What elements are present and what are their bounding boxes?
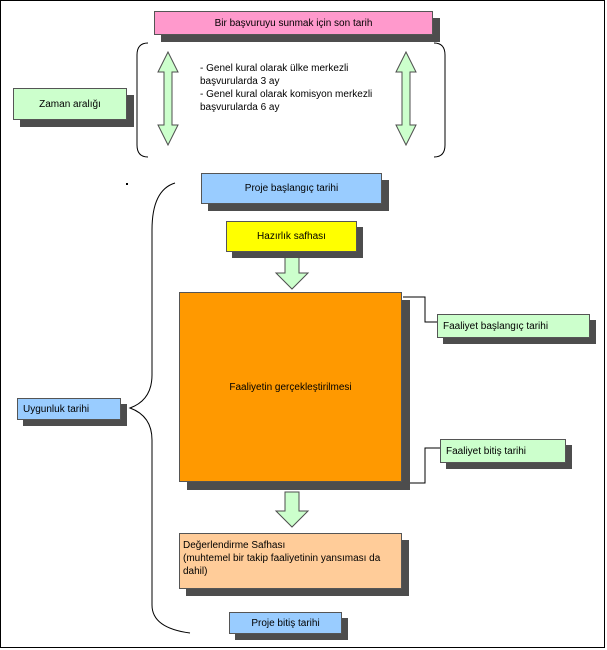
time-range-note: - Genel kural olarak ülke merkezli başvu… — [200, 62, 390, 114]
evaluation-title: Değerlendirme Safhası — [183, 540, 286, 551]
deadline-label: Bir başvuruyu sunmak için son tarih — [214, 17, 373, 29]
right-double-arrow-icon — [395, 50, 417, 147]
eligibility-brace — [128, 182, 191, 634]
activity-end-label: Faaliyet bitiş tarihi — [446, 445, 527, 457]
preparation-box: Hazırlık safhası — [226, 221, 357, 252]
activity-start-label: Faaliyet başlangıç tarihi — [443, 320, 549, 332]
time-range-label: Zaman aralığı — [39, 98, 101, 110]
brace-dot — [126, 183, 128, 185]
activity-end-box: Faaliyet bitiş tarihi — [440, 439, 566, 463]
note-left-bracket — [136, 42, 149, 158]
evaluation-note: (muhtemel bir takip faaliyetinin yansıma… — [183, 553, 381, 577]
note-line-3: - Genel kural olarak komisyon merkezli — [200, 89, 373, 100]
activity-start-box: Faaliyet başlangıç tarihi — [437, 314, 590, 338]
implementation-label: Faaliyetin gerçekleştirilmesi — [229, 381, 352, 393]
connector-activity-start — [403, 296, 437, 323]
connector-activity-end — [403, 447, 440, 484]
left-double-arrow-icon — [157, 50, 179, 147]
eligibility-label: Uygunluk tarihi — [23, 403, 90, 415]
project-end-box: Proje bitiş tarihi — [229, 612, 342, 634]
implementation-box: Faaliyetin gerçekleştirilmesi — [179, 292, 402, 482]
evaluation-box: Değerlendirme Safhası (muhtemel bir taki… — [179, 533, 402, 589]
note-line-1: - Genel kural olarak ülke merkezli — [200, 63, 349, 74]
project-start-label: Proje başlangıç tarihi — [244, 183, 339, 194]
down-arrow-1-icon — [274, 253, 310, 290]
preparation-label: Hazırlık safhası — [257, 231, 326, 242]
note-line-2: başvurularda 3 ay — [200, 76, 280, 87]
down-arrow-2-icon — [274, 491, 310, 528]
note-right-bracket — [433, 42, 446, 158]
time-range-box: Zaman aralığı — [13, 88, 127, 120]
deadline-box: Bir başvuruyu sunmak için son tarih — [154, 11, 433, 35]
note-line-4: başvurularda 6 ay — [200, 102, 280, 113]
project-end-label: Proje bitiş tarihi — [251, 617, 320, 629]
project-start-box: Proje başlangıç tarihi — [201, 173, 382, 204]
eligibility-box: Uygunluk tarihi — [17, 398, 121, 420]
